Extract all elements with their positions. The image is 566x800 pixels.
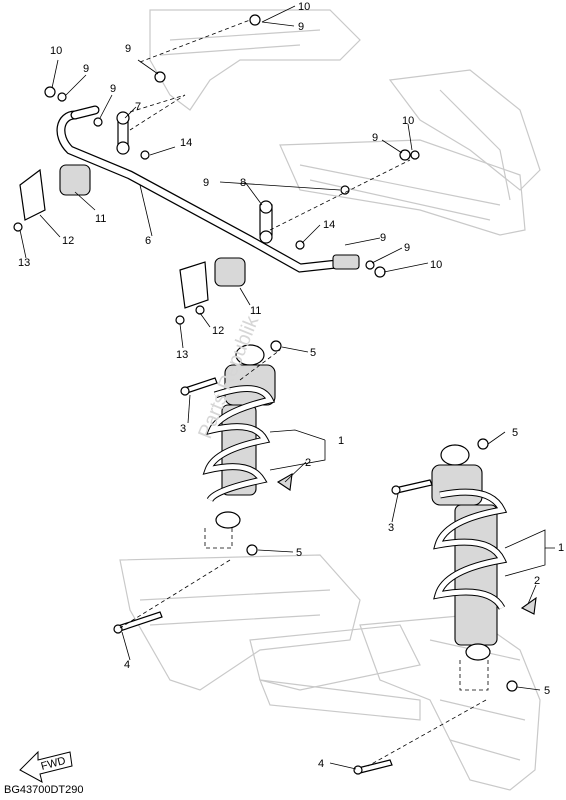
callout-5: 5 — [310, 347, 316, 359]
frame-ghost-upper — [149, 9, 541, 236]
callout-5: 5 — [544, 685, 550, 697]
mount-bolts — [113, 340, 518, 775]
callout-14: 14 — [323, 219, 335, 231]
callout-5: 5 — [512, 427, 518, 439]
stabilizer-bar — [56, 105, 360, 273]
callout-9: 9 — [110, 83, 116, 95]
diagram-code: BG43700DT290 — [4, 784, 84, 796]
callout-3: 3 — [388, 522, 394, 534]
shock-absorber-left — [202, 344, 293, 529]
callout-numbers: 10 9 9 10 9 9 7 14 10 9 8 9 14 9 9 10 11… — [18, 1, 564, 770]
callout-10: 10 — [50, 45, 62, 57]
callout-9: 9 — [404, 242, 410, 254]
callout-4: 4 — [124, 659, 130, 671]
callout-13: 13 — [18, 257, 30, 269]
callout-1: 1 — [558, 542, 564, 554]
callout-6: 6 — [145, 235, 151, 247]
callout-14: 14 — [180, 137, 192, 149]
callout-12: 12 — [62, 235, 74, 247]
callout-2: 2 — [534, 575, 540, 587]
callout-9: 9 — [372, 132, 378, 144]
callout-9: 9 — [203, 177, 209, 189]
callout-8: 8 — [240, 177, 246, 189]
leader-lines — [19, 5, 555, 770]
callout-1: 1 — [338, 435, 344, 447]
callout-12: 12 — [212, 325, 224, 337]
callout-9: 9 — [83, 63, 89, 75]
callout-5: 5 — [296, 547, 302, 559]
callout-10: 10 — [298, 1, 310, 13]
shock-absorber-right — [431, 444, 537, 661]
link-rods — [116, 111, 273, 244]
callout-3: 3 — [180, 423, 186, 435]
callout-4: 4 — [318, 758, 324, 770]
callout-11: 11 — [95, 213, 106, 225]
callout-10: 10 — [402, 115, 414, 127]
bushing-left — [19, 164, 246, 309]
callout-7: 7 — [135, 101, 141, 113]
alignment-lines — [119, 19, 489, 767]
callout-11: 11 — [250, 305, 261, 317]
callout-13: 13 — [176, 349, 188, 361]
callout-9: 9 — [125, 43, 131, 55]
hardware — [13, 14, 420, 325]
callout-9: 9 — [298, 21, 304, 33]
callout-10: 10 — [430, 259, 442, 271]
fwd-arrow: FWD — [19, 750, 73, 783]
callout-2: 2 — [305, 457, 311, 469]
callout-9: 9 — [380, 232, 386, 244]
